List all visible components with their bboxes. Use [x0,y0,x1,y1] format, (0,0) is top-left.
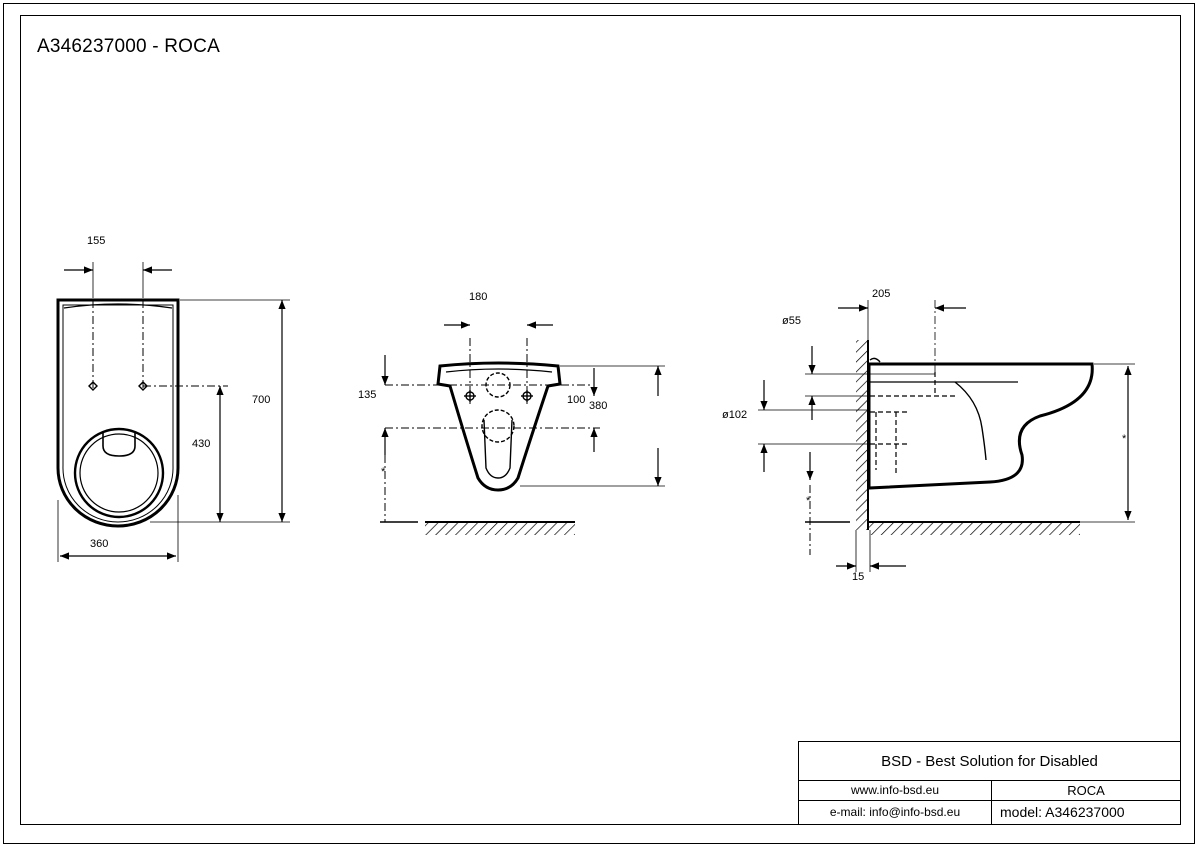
back-rim-line [445,368,553,373]
drawing-title: A346237000 - ROCA [37,36,220,57]
title-block-website[interactable]: www.info-bsd.eu [799,781,992,801]
title-block-email[interactable]: e-mail: info@info-bsd.eu [799,801,992,824]
back-dim-135-label: 135 [358,389,376,401]
side-bowl-rim [869,357,881,363]
front-lid-hinge [102,433,136,457]
side-dim-55-label: ø55 [782,315,801,327]
back-floor-hatch [425,523,575,535]
side-floor-hatch [868,523,1080,535]
side-wall-hatch [856,340,868,530]
side-inner-wall [954,381,987,461]
inner-frame [20,15,1181,825]
front-view [56,262,290,562]
outer-frame [3,3,1195,844]
front-seat-inner [79,433,159,513]
title-block-model: model: A346237000 [1000,804,1125,820]
front-bowl-outline [56,298,180,528]
side-dim-star-label: * [806,495,811,507]
front-inner-outline [62,304,174,523]
side-dim-15-label: 15 [852,571,864,583]
side-view [758,300,1135,572]
side-dim-102-label: ø102 [722,409,747,421]
front-dim-700-label: 700 [252,394,270,406]
back-bowl-outline [436,361,562,492]
back-view [380,321,665,535]
side-dim-205-label: 205 [872,288,890,300]
side-bowl-outline [867,362,1094,490]
front-fixing-left [88,381,98,391]
title-block-company: BSD - Best Solution for Disabled [799,742,1180,781]
back-dim-180-label: 180 [469,291,487,303]
title-block-brand: ROCA [992,781,1180,801]
back-dim-380-label: 380 [589,400,607,412]
front-dim-360-label: 360 [90,538,108,550]
front-rim-curve [63,303,173,309]
title-block: BSD - Best Solution for Disabled www.inf… [798,741,1181,825]
front-dim-430-label: 430 [192,438,210,450]
front-dim-155-label: 155 [87,235,105,247]
back-outlet-circle [481,409,515,443]
back-outlet-channel [483,419,513,479]
front-fixing-right [138,381,148,391]
front-seat-outer [73,427,165,519]
back-dim-star-label: * [381,466,386,478]
back-dim-100-label: 100 [567,394,585,406]
side-dim-height-label: * [1122,433,1127,445]
